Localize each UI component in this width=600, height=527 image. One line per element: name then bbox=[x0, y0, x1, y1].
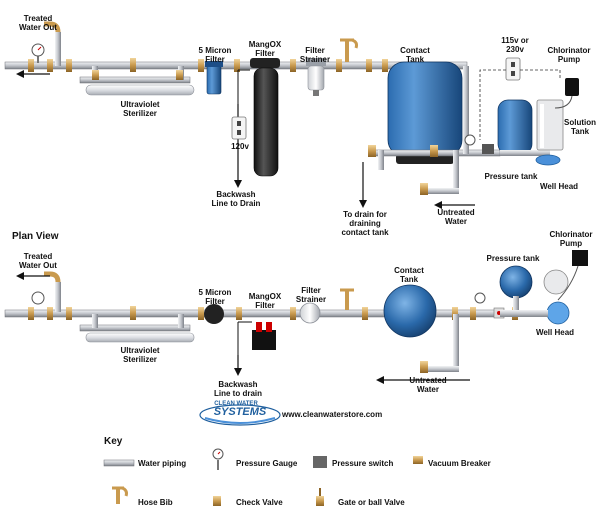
elevation-view bbox=[4, 21, 579, 209]
contact-tank-base bbox=[396, 154, 454, 164]
chlorinator-pump-plan bbox=[572, 250, 588, 266]
hose-bib-icon bbox=[121, 486, 128, 497]
plan-view bbox=[4, 250, 588, 384]
label-pressure-tank-plan: Pressure tank bbox=[486, 254, 540, 263]
key-title: Key bbox=[104, 436, 123, 447]
mangox-head bbox=[250, 58, 280, 68]
outlet-120v bbox=[231, 116, 247, 140]
brand-logo bbox=[199, 404, 281, 426]
chlorinator-pump bbox=[565, 78, 579, 96]
key-vacuum-breaker: Vacuum Breaker bbox=[428, 459, 491, 468]
key-hose-bib: Hose Bib bbox=[138, 498, 173, 507]
brass-fittings-top bbox=[28, 58, 388, 80]
solution-tank-plan bbox=[543, 269, 569, 295]
untreated-riser bbox=[453, 150, 459, 190]
outlet-elbow bbox=[44, 21, 61, 33]
filter-strainer-plan bbox=[299, 302, 321, 324]
well-head-plan bbox=[546, 301, 570, 325]
gate-valve-icon bbox=[316, 496, 324, 506]
key-pressure-switch: Pressure switch bbox=[332, 459, 394, 468]
check-valve-icon bbox=[213, 496, 221, 506]
hose-bib-icon bbox=[351, 38, 358, 49]
uv-bypass-plan bbox=[79, 324, 191, 332]
micron-filter bbox=[206, 63, 222, 95]
tank-return-riser bbox=[463, 66, 469, 154]
pressure-gauge-icon bbox=[474, 292, 486, 304]
logo-main-text: SYSTEMS bbox=[213, 406, 267, 418]
key-pressure-gauge: Pressure Gauge bbox=[236, 459, 298, 468]
uv-sterilizer bbox=[85, 84, 195, 96]
legend-key bbox=[103, 448, 423, 506]
label-well-head-plan: Well Head bbox=[535, 328, 575, 337]
outlet-power bbox=[505, 57, 521, 81]
mangox-filter-plan bbox=[252, 330, 276, 350]
pressure-gauge-icon bbox=[464, 134, 476, 146]
pressure-tank-plan bbox=[499, 265, 533, 299]
contact-tank bbox=[387, 61, 463, 157]
key-water-piping: Water piping bbox=[138, 459, 187, 468]
mangox-filter bbox=[253, 67, 279, 177]
pressure-switch-icon bbox=[313, 456, 327, 468]
contact-tank-plan bbox=[383, 284, 437, 338]
uv-sterilizer-plan bbox=[85, 332, 195, 343]
micron-filter-plan bbox=[204, 304, 224, 324]
pressure-gauge-icon bbox=[31, 291, 45, 305]
key-gate-valve: Gate or ball Valve bbox=[338, 498, 405, 507]
filter-strainer bbox=[307, 65, 325, 91]
uv-bypass-pipe bbox=[79, 76, 191, 84]
water-piping-icon bbox=[103, 459, 135, 467]
label-outlet-120v: 120v bbox=[231, 142, 249, 151]
pressure-tank bbox=[497, 99, 533, 155]
key-check-valve: Check Valve bbox=[236, 498, 283, 507]
brand-url: www.cleanwaterstore.com bbox=[282, 410, 383, 419]
label-well-head: Well Head bbox=[539, 182, 579, 191]
label-pressure-tank: Pressure tank bbox=[484, 172, 538, 181]
well-head bbox=[535, 154, 561, 166]
vacuum-breaker-icon bbox=[413, 456, 423, 464]
logo-top-text: CLEAN WATER bbox=[214, 401, 258, 407]
pressure-switch-icon bbox=[482, 144, 494, 154]
plan-view-title: Plan View bbox=[12, 231, 59, 242]
outlet-riser bbox=[55, 32, 61, 66]
